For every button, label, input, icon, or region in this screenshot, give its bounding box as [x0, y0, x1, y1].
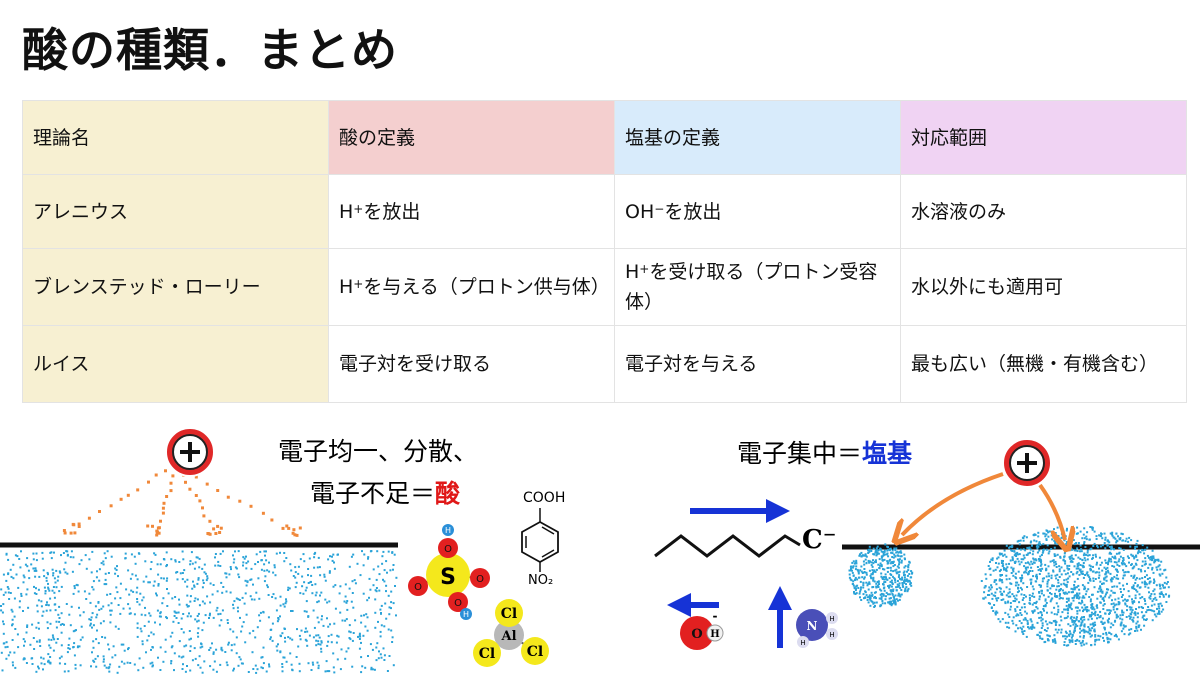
svg-text:-: -: [713, 609, 718, 623]
svg-text:O: O: [476, 574, 484, 585]
svg-text:O: O: [414, 582, 422, 593]
svg-text:O: O: [454, 598, 462, 609]
svg-text:H: H: [800, 639, 805, 647]
svg-text:N: N: [807, 619, 818, 633]
theory-bronsted-lowry: ブレンステッド・ローリー: [22, 248, 329, 326]
nitrobenzoic-acid-molecule: COOH NO₂: [521, 490, 565, 588]
svg-text:H: H: [829, 615, 834, 623]
svg-text:H: H: [710, 629, 719, 640]
concentrated-electron-cloud: [848, 526, 1171, 647]
arrhenius-base: OH−を放出: [614, 174, 901, 249]
table-header-row: 理論名 酸の定義 塩基の定義 対応範囲: [22, 100, 1187, 175]
svg-text:H: H: [829, 631, 834, 639]
lewis-scope: 最も広い（無機・有機含む）: [900, 325, 1187, 403]
header-theory: 理論名: [22, 100, 329, 175]
right-caption: 電子集中＝塩基: [737, 439, 912, 468]
hydroxide-ion: O H -: [667, 593, 724, 650]
aluminum-chloride-molecule: Al Cl Cl Cl: [473, 599, 549, 667]
dispersed-electron-cloud: [0, 550, 398, 674]
svg-text:O: O: [691, 627, 702, 642]
page-title: 酸の種類．まとめ: [22, 23, 398, 77]
bronsted-base: H+を受け取る（プロトン受容体）: [614, 248, 901, 326]
arrhenius-acid: H+を放出: [328, 174, 615, 249]
header-scope: 対応範囲: [900, 100, 1187, 175]
svg-text:Cl: Cl: [527, 644, 543, 660]
carbon-chain: [654, 534, 801, 558]
svg-text:Cl: Cl: [479, 646, 495, 662]
svg-text:Al: Al: [500, 629, 516, 644]
table-row: アレニウス H+を放出 OH−を放出 水溶液のみ: [22, 174, 1187, 249]
svg-text:Cl: Cl: [501, 606, 517, 622]
svg-text:H: H: [463, 610, 469, 619]
arrhenius-scope: 水溶液のみ: [900, 174, 1187, 249]
header-base-definition: 塩基の定義: [614, 100, 901, 175]
theory-arrhenius: アレニウス: [22, 174, 329, 249]
acid-base-theory-table: 理論名 酸の定義 塩基の定義 対応範囲 アレニウス H+を放出 OH−を放出 水…: [22, 100, 1187, 403]
left-caption-line1: 電子均一、分散、: [278, 437, 478, 466]
lewis-acid: 電子対を受け取る: [328, 325, 615, 403]
table-row: ルイス 電子対を受け取る 電子対を与える 最も広い（無機・有機含む）: [22, 325, 1187, 403]
svg-text:S: S: [440, 565, 456, 590]
svg-text:NO₂: NO₂: [528, 573, 553, 588]
lewis-base: 電子対を与える: [614, 325, 901, 403]
acid-base-illustration: 電子均一、分散、 電子不足＝酸 COOH NO₂ S O O O O H H: [0, 427, 1200, 674]
plus-charge-icon-right: [1002, 438, 1052, 488]
svg-text:COOH: COOH: [523, 490, 565, 506]
ammonia-molecule: N H H H: [768, 586, 838, 648]
bronsted-scope: 水以外にも適用可: [900, 248, 1187, 326]
theory-lewis: ルイス: [22, 325, 329, 403]
sulfuric-acid-molecule: S O O O O H H: [408, 524, 490, 620]
plus-charge-icon-left: [165, 427, 215, 477]
svg-text:O: O: [444, 544, 452, 555]
bronsted-acid: H+を与える（プロトン供与体）: [328, 248, 615, 326]
orange-attraction-arrow-right: [1038, 483, 1065, 540]
svg-text:H: H: [445, 526, 451, 535]
header-acid-definition: 酸の定義: [328, 100, 615, 175]
table-row: ブレンステッド・ローリー H+を与える（プロトン供与体） H+を受け取る（プロト…: [22, 248, 1187, 326]
orange-attraction-arrow-left: [902, 472, 1004, 535]
left-caption-line2: 電子不足＝酸: [310, 479, 461, 508]
carbanion-label: C⁻: [802, 525, 836, 555]
